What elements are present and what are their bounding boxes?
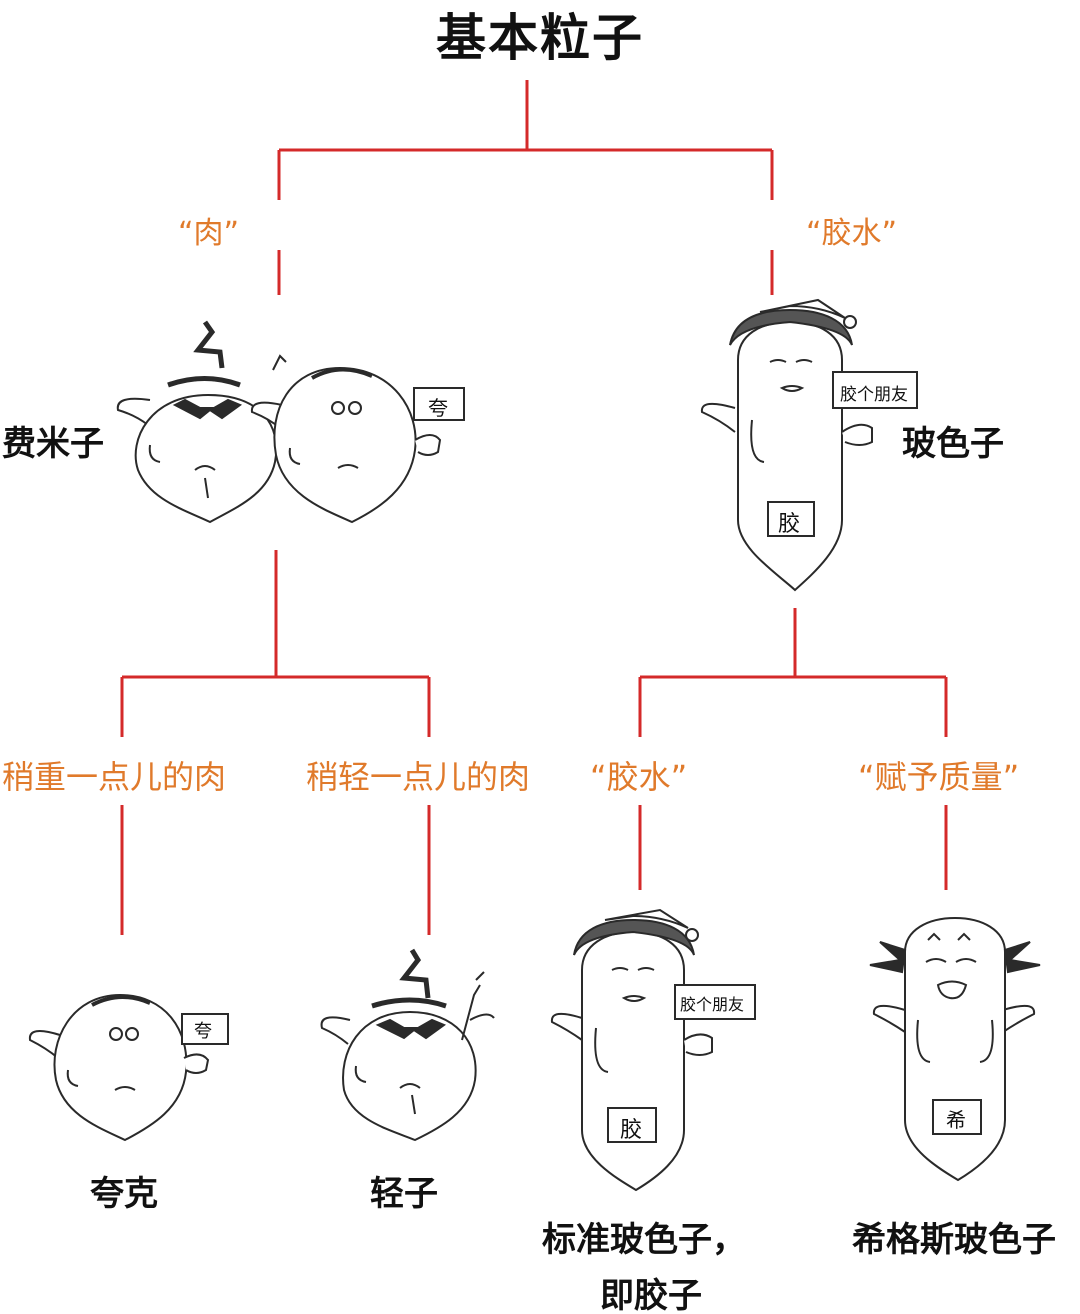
- fermion-quark-figure: [250, 366, 465, 524]
- gluon-sign: 胶个朋友: [680, 995, 745, 1014]
- lepton-character: [320, 948, 495, 1142]
- quark-character: [28, 993, 229, 1142]
- gluon-character: [550, 908, 756, 1192]
- fermion-characters: [116, 320, 465, 524]
- boson-character: [700, 298, 918, 592]
- branch-label-heavier-meat: 稍重一点儿的肉: [2, 758, 227, 796]
- gluon-body-mark: 胶: [620, 1118, 643, 1143]
- branch-label-glue: “胶水”: [590, 758, 688, 796]
- branch-label-meat: “肉”: [178, 216, 240, 251]
- branch-label-give-mass: “赋予质量”: [858, 758, 1020, 796]
- node-label-lepton: 轻子: [370, 1174, 438, 1214]
- fermion-lepton-figure: [116, 320, 287, 524]
- branch-label-lighter-meat: 稍轻一点儿的肉: [306, 758, 531, 796]
- boson-sign: 胶个朋友: [840, 385, 908, 405]
- quark-sign: 夸: [194, 1021, 212, 1042]
- node-label-gauge-boson-line2: 即胶子: [600, 1276, 702, 1314]
- higgs-character: [869, 916, 1041, 1182]
- higgs-body-mark: 希: [946, 1108, 966, 1132]
- boson-body-mark: 胶: [778, 512, 801, 537]
- branch-label-glue-top: “胶水”: [806, 216, 898, 251]
- node-label-quark: 夸克: [90, 1174, 158, 1214]
- node-label-fermion: 费米子: [2, 424, 104, 464]
- diagram-title: 基本粒子: [436, 9, 644, 67]
- fermion-quark-sign: 夸: [428, 396, 448, 420]
- node-label-boson: 玻色子: [902, 424, 1004, 464]
- node-label-gauge-boson-line1: 标准玻色子，: [542, 1220, 746, 1260]
- node-label-higgs-boson: 希格斯玻色子: [852, 1220, 1056, 1260]
